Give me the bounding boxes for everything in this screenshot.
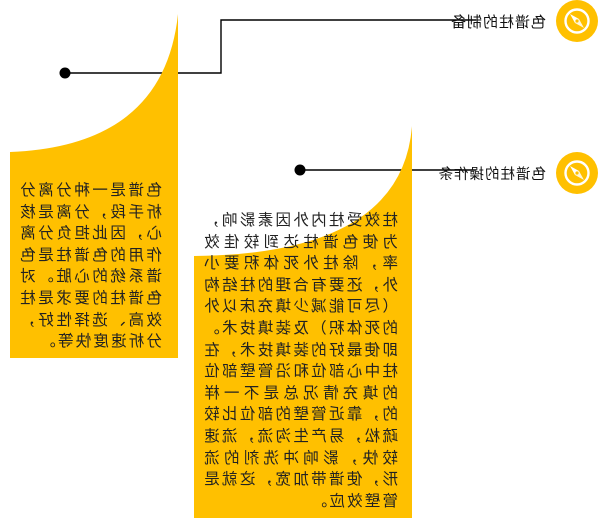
connector-topic-1 [65,19,476,74]
topic-body-1: 色谱是一种分离分析手段，分离是核心，因此担负分离作用的色谱柱是色谱系统的心脏。对… [18,181,162,351]
card-shape-1 [10,14,178,358]
topic-badge-1 [556,0,598,42]
topic-card-1 [10,14,178,358]
topic-body-2: 柱效受柱内外因素影响，为使色谱柱达到较佳效率，除柱外死体积要小外，还要有合理的柱… [202,211,398,510]
connector-dot-topic-2 [294,164,306,176]
topic-card-1-text: 色谱是一种分离分析手段，分离是核心，因此担负分离作用的色谱柱是色谱系统的心脏。对… [10,14,178,358]
topic-title-1: 色谱柱的制备 [449,12,546,31]
card-shape-2 [194,126,412,518]
topic-badge-1-text: 色谱柱的制备 [450,0,598,42]
compass-icon [556,0,598,42]
connector-dot-topic-1 [59,67,71,79]
topic-title-2: 色谱柱的操作条 [437,166,547,183]
compass-icon [556,152,598,194]
topic-card-2 [194,126,412,518]
topic-badge-2-text: 色谱柱的操作条 [438,152,599,194]
topic-badge-2 [556,152,598,194]
topic-card-2-text: 柱效受柱内外因素影响，为使色谱柱达到较佳效率，除柱外死体积要小外，还要有合理的柱… [194,126,412,518]
